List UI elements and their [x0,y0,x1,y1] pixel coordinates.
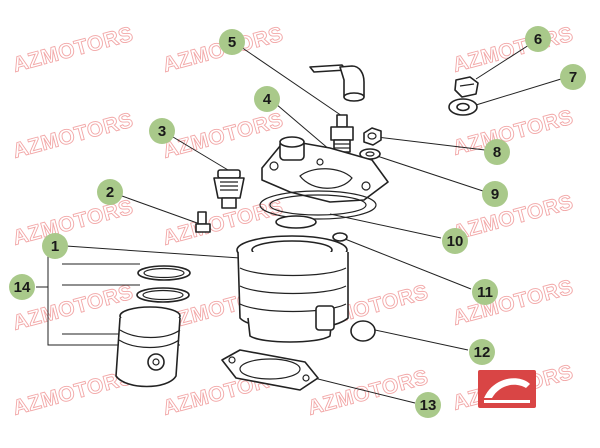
callout-label: 9 [491,186,499,203]
callout-label: 8 [493,144,501,161]
callout-label: 7 [569,69,577,86]
callout-10[interactable]: 10 [442,228,468,254]
callout-1[interactable]: 1 [42,233,68,259]
callout-3[interactable]: 3 [149,118,175,144]
callouts: 1 2 3 4 5 6 7 8 [9,26,586,418]
thermostat [213,169,245,209]
spark-plug [330,114,354,153]
callout-label: 1 [51,238,59,255]
callout-7[interactable]: 7 [560,64,586,90]
azmotors-logo-icon [478,370,536,408]
callout-13[interactable]: 13 [415,392,441,418]
callout-2[interactable]: 2 [97,179,123,205]
callout-label: 4 [263,91,272,108]
callout-label: 3 [158,123,166,140]
head-gasket [259,190,377,220]
callout-label: 11 [477,284,493,301]
callout-14[interactable]: 14 [9,274,35,300]
watermark: AZMOTORS [160,109,286,163]
cylinder [236,235,349,343]
watermark: AZMOTORS [450,276,576,330]
watermark: AZMOTORS [10,23,136,77]
bolt [195,211,211,233]
washer [448,98,478,116]
callout-label: 2 [106,184,114,201]
callout-label: 14 [14,279,31,296]
piston [115,306,181,388]
callout-label: 5 [228,34,236,51]
cylinder-head [261,136,389,203]
watermark: AZMOTORS [450,23,576,77]
bleed-screw [454,76,479,98]
o-ring-small [275,215,348,242]
callout-label: 10 [447,233,464,250]
o-ring [350,320,376,342]
callout-5[interactable]: 5 [219,29,245,55]
watermark: AZMOTORS [10,109,136,163]
callout-6[interactable]: 6 [525,26,551,52]
callout-4[interactable]: 4 [254,86,280,112]
watermark: AZMOTORS [305,366,431,420]
piston-rings [136,265,191,303]
callout-label: 13 [420,397,437,414]
nut [363,127,382,146]
callout-9[interactable]: 9 [482,181,508,207]
callout-label: 6 [534,31,542,48]
watermark: AZMOTORS [450,191,576,245]
spark-plug-cap [309,64,365,102]
callout-8[interactable]: 8 [484,139,510,165]
callout-label: 12 [474,344,491,361]
callout-12[interactable]: 12 [469,339,495,365]
watermark: AZMOTORS [10,196,136,250]
callout-11[interactable]: 11 [472,279,498,305]
base-gasket [221,349,319,391]
